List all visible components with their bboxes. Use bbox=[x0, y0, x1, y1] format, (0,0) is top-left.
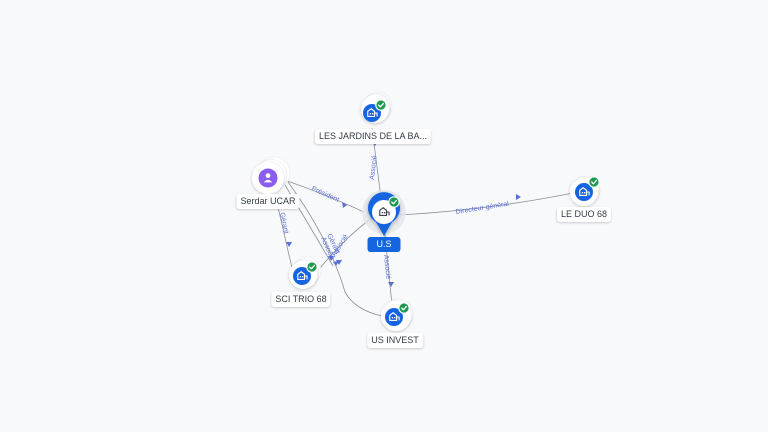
building-icon bbox=[379, 207, 390, 216]
arrow-associe-mid-b bbox=[333, 261, 339, 266]
arrow-president bbox=[342, 202, 347, 208]
label-us-invest[interactable]: US INVEST bbox=[367, 333, 423, 348]
label-le-duo-68[interactable]: LE DUO 68 bbox=[556, 207, 612, 222]
label-les-jardins[interactable]: LES JARDINS DE LA BA... bbox=[314, 129, 432, 144]
node-center-us[interactable] bbox=[362, 190, 406, 236]
check-icon bbox=[388, 196, 400, 208]
node-serdar-ucar[interactable] bbox=[252, 156, 291, 194]
check-icon bbox=[588, 176, 600, 188]
node-les-jardins[interactable] bbox=[361, 91, 393, 123]
label-center-us[interactable]: U.S bbox=[367, 237, 401, 252]
arrow-gerant-left bbox=[286, 242, 292, 247]
label-serdar-ucar[interactable]: Serdar UCAR bbox=[236, 194, 300, 209]
edges bbox=[274, 127, 579, 317]
edge-label-associe-bottom: Associé bbox=[382, 254, 392, 279]
check-icon bbox=[375, 99, 387, 111]
edge-label-gerant-left: Gérant bbox=[278, 212, 289, 234]
check-icon bbox=[398, 302, 410, 314]
person-icon bbox=[263, 173, 273, 183]
arrow-directeur bbox=[516, 194, 521, 200]
label-sci-trio-68[interactable]: SCI TRIO 68 bbox=[271, 292, 331, 307]
node-sci-trio-68[interactable] bbox=[289, 256, 322, 289]
node-le-duo-68[interactable] bbox=[570, 175, 601, 206]
edge-label-directeur: Directeur général bbox=[455, 201, 510, 216]
arrow-associe-bottom bbox=[388, 282, 394, 287]
node-us-invest[interactable] bbox=[381, 298, 414, 331]
edge-label-president: Président bbox=[310, 185, 340, 203]
check-icon bbox=[306, 261, 318, 273]
edge-directeur bbox=[399, 191, 579, 216]
edge-label-associe-top: Associé bbox=[369, 155, 379, 180]
edge-president bbox=[286, 180, 365, 213]
edge-associe-mid-a bbox=[287, 181, 383, 317]
arrow-gerant-mid bbox=[328, 256, 334, 261]
